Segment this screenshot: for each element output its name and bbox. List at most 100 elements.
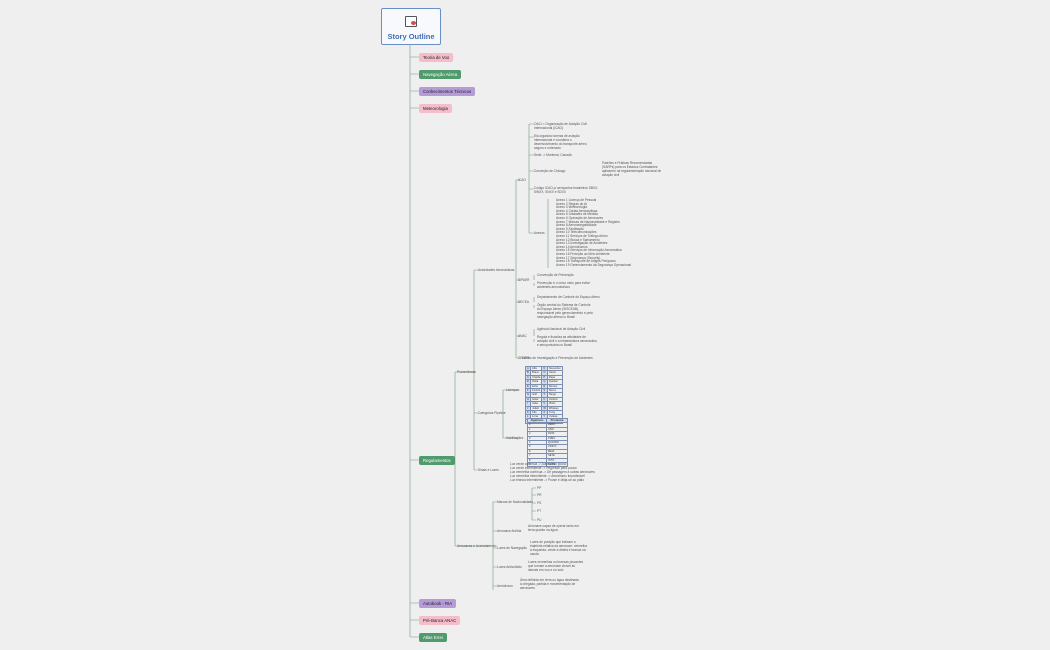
node-decea[interactable]: DECEA [518,300,529,304]
aerodromo-note: Área definida em terra ou água destinada… [520,578,579,590]
table-cell: Victor [546,401,563,407]
branch-atlas-errei[interactable]: Atlas Errei [419,633,447,642]
anexo-item: Anexo 5 Unidades de Medida [556,212,598,217]
node-icao[interactable]: ICAO [518,178,526,182]
anexo-item: Anexo 7 Marcas de Nacionalidade e Regist… [556,219,620,224]
icao-note-sede: Sede -> Montreal, Canadá [534,153,572,157]
node-anac[interactable]: ANAC [518,334,527,338]
table-cell: QUATRO [546,439,568,446]
node-categorias[interactable]: Categorias Pipeline [478,411,506,415]
anexo-item: Anexo 1 Licença de Pessoal [556,198,597,202]
node-autoridades[interactable]: Autoridades Aeronáuticas [478,268,515,272]
table-header: Pronúncia [546,417,568,424]
anexo-item: Anexo 13 Investigação de Acidentes [556,241,608,246]
table-cell: D [524,379,532,385]
branch-autobook-ria[interactable]: Autobook - RIA [419,599,457,608]
icao-note-sarps: Padrões e Práticas Recomendadas (SARPs) … [602,161,662,177]
table-cell: B [524,370,532,376]
table-cell: E [524,383,532,390]
table-cell: R [541,383,548,390]
anexo-item: Anexo 17 Segurança (Security) [556,255,601,260]
icao-item-anexos[interactable]: Anexos [534,231,545,235]
marca-item: PP [537,486,542,490]
anexo-item: Anexo 11 Serviços de Tráfego Aéreo [556,234,608,238]
node-aeronaves-licenciamento[interactable]: Aeronaves e Licenciamento [457,544,497,548]
node-sinais-luzes[interactable]: Sinais e Luzes [478,468,499,472]
node-luzes-anticolisao[interactable]: Luzes Anticolisão [497,565,522,569]
table-cell: NOVE [546,462,568,468]
marca-item: PR [537,493,542,497]
anexo-item: Anexo 8 Aeronavegabilidade [556,223,597,228]
table-cell: W [541,405,548,412]
table-cell: Romeo [546,383,563,390]
sipaer-note-1: Convenção de Prevenção [537,273,574,277]
table-cell: Tango [546,392,563,398]
icao-item-convencao[interactable]: Conveção de Chicago [534,169,566,173]
table-cell: H [524,396,532,403]
anac-note-1: Agência Nacional de Aviação Civil [537,327,586,331]
node-anfibia[interactable]: Aeronave Anfíbia [497,529,522,533]
anexo-item: Anexo 6 Operação de Aeronaves [556,216,603,220]
anexo-item: Anexo 14 Aeródromos [556,244,588,249]
marca-item: PS [537,501,542,505]
anexo-item: Anexo 16 Proteção ao Meio Ambiente [556,252,610,256]
icao-note-codigo: Código ICAO p/ aeroportos brasileiros SB… [534,186,599,194]
root-node[interactable]: Story Outline [381,8,441,45]
decea-note-1: Departamento de Controle do Espaço Aéreo [537,295,600,299]
icao-note-oaci: OACI = Organização de Aviação Civil Inte… [534,122,587,130]
table-cell: Whiskey [546,405,563,412]
sinal-item: Luz vermelha contínua -> Dê passagem a o… [510,470,595,474]
cenipa-note-1: Centro de Investigação e Prevenção de Ac… [522,356,593,360]
luzes-navegacao-note: Luzes de posição que indicam a trajetóri… [530,540,588,556]
decea-note-2: Órgão central do Sistema de Controle do … [537,303,593,319]
table-cell: G [524,392,532,398]
node-marcas[interactable]: Marcas de Nacionalidade [497,500,533,504]
table-cell: T [541,392,548,398]
branch-teoria-de-voo[interactable]: Teoria de Voo [419,53,454,62]
sinal-item: Luz vermelha intermitente -> Aeródromo i… [510,474,585,478]
node-luzes-navegacao[interactable]: Luzes de Navegação [497,546,527,550]
anexo-item: Anexo 3 Meteorologia [556,205,588,210]
anexo-item: Anexo 15 Serviços de Informação Aeronáut… [556,248,622,253]
node-habilitacoes[interactable]: Habilitações [506,436,524,440]
anexo-item: Anexo 10 Telecomunicações [556,230,597,235]
node-proveniencia[interactable]: Proveniência [457,370,476,374]
table-cell: Oscar [546,370,563,376]
node-cenipa[interactable]: CENIPA [518,356,530,360]
sinal-item: Luz branca intermitente -> Pouse e dirij… [510,478,584,482]
branch-meteorologia[interactable]: Meteorologia [419,104,452,113]
node-sipaer[interactable]: SIPAER [518,278,530,282]
anexo-item: Anexo 18 Transporte de Artigos Perigosos [556,259,616,264]
anexo-item: Anexo 4 Cartas Aeronáuticas [556,208,598,213]
branch-pre-banca-anac[interactable]: Pré-Banca ANAC [419,616,461,625]
anexo-item: Anexo 19 Gerenciamento da Segurança Oper… [556,262,631,267]
branch-regulamentos[interactable]: Regulamentos [419,456,455,465]
marca-item: PU [537,518,542,522]
branch-navegacao-aerea[interactable]: Navegação Aérea [419,70,462,79]
root-title: Story Outline [387,32,435,41]
icao-note-purpose: Ela organiza normas de aviação internaci… [534,134,587,150]
sinal-item: Luz verde contínua -> Autorizado pouso [510,462,567,466]
branch-conhecimentos-tecnicos[interactable]: Conhecimentos Técnicos [419,87,476,96]
anexo-item: Anexo 9 Facilitação [556,226,584,231]
table-cell: J [524,405,532,412]
anexo-item: Anexo 2 Regras do Ar [556,201,588,206]
anfibia-note: Aeronave capaz de operar tanto em terra … [528,524,579,532]
luzes-anticolisao-note: Luzes vermelhas ou brancas piscantes que… [528,560,584,572]
node-licencas[interactable]: Licenças [506,388,519,392]
sinal-item: Luz verde intermitente -> Regresse para … [510,466,577,470]
node-aerodromo[interactable]: Aeródromo [497,584,513,588]
